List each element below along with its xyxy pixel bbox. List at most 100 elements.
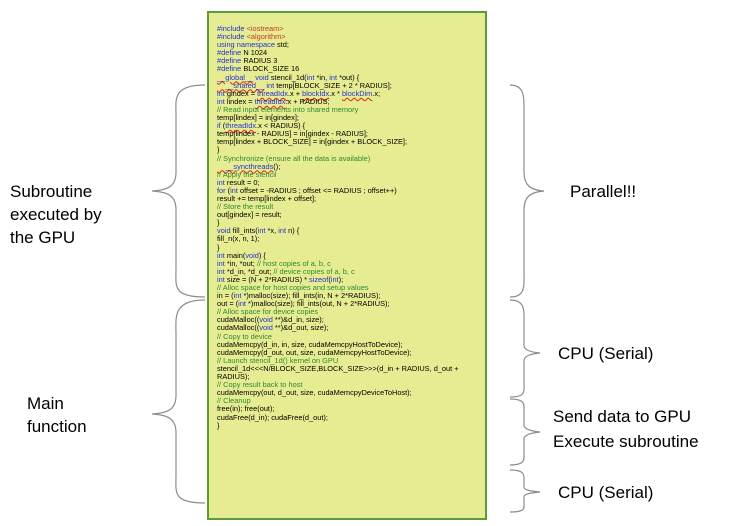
code-text: *in, [314,72,330,82]
code-text: ( [220,121,226,131]
code-text: fill_n(x, n, 1); [217,234,260,244]
code-text: } [217,218,220,228]
code-line: int main(void) { [217,250,481,260]
code-text: out = ( [217,299,239,309]
right-brace-parallel [509,84,545,298]
code-line: // Read input elements into shared memor… [217,104,481,114]
code-text: gindex = [224,88,258,98]
code-comment: // Synchronize (ensure all the data is a… [217,153,371,163]
code-text: *d_in, *d_out; [224,266,274,276]
code-comment: // Alloc space for host copies and setup… [217,283,369,292]
code-line: #define RADIUS 3 [217,57,481,65]
code-keyword: void [259,323,273,333]
code-line: // Copy result back to host [217,381,481,389]
code-keyword: #define [217,56,244,66]
code-keyword: #define [217,64,244,74]
code-line: // Launch stencil_1d() kernel on GPU [217,355,481,365]
code-text: BLOCK_SIZE 16 [243,64,300,74]
code-text: free(in); free(out); [217,404,275,414]
code-text: temp[lindex] = in[gindex]; [217,113,299,123]
code-text: lindex = [224,96,255,106]
code-text: } [217,420,220,430]
code-line: __shared__ int temp[BLOCK_SIZE + 2 * RAD… [217,80,481,90]
code-line: cudaMemcpy(out, d_out, size, cudaMemcpyD… [217,389,481,397]
right-brace-cpu-serial-2 [509,469,541,513]
code-line: int *in, *out; // host copies of a, b, c [217,258,481,268]
code-line: temp[lindex - RADIUS] = in[gindex - RADI… [217,130,481,138]
code-keyword: for [217,185,226,195]
code-keyword: #include [217,24,247,33]
code-text: cudaMalloc(( [217,323,260,333]
code-keyword: int [217,258,225,268]
code-keyword: void [217,226,231,236]
code-keyword: int [329,72,338,82]
code-text: std; [276,40,289,50]
code-line: int *d_in, *d_out; // device copies of a… [217,266,481,276]
code-line: int result = 0; [217,177,481,187]
code-keyword: void [245,250,259,260]
code-text: fill_ints( [230,226,258,236]
code-line: } [217,243,481,252]
label-cpu-serial-2: CPU (Serial) [558,483,654,502]
code-line: cudaMalloc((void **)&d_in, size); [217,316,481,324]
label-cpu-serial-1: CPU (Serial) [558,344,654,363]
code-text: out[gindex] = result; [217,210,282,220]
code-text: .x + RADIUS; [285,96,330,106]
code-text: cudaFree(d_in); cudaFree(d_out); [217,412,328,422]
left-brace-subroutine [151,84,206,298]
code-keyword: #include [217,32,247,42]
code-keyword: __syncthreads [217,161,274,171]
code-line: in = (int *)malloc(size); fill_ints(in, … [217,292,481,300]
label-main-function: Main function [27,392,87,438]
code-text: ) { [258,250,266,260]
code-keyword: int [238,299,246,309]
right-brace-gpu-work [509,398,541,466]
code-comment: // Store the result [217,202,274,212]
code-text: stencil_1d( [270,72,307,82]
code-text: *out) { [337,72,360,82]
code-line: temp[lindex + BLOCK_SIZE] = in[gindex + … [217,138,481,146]
code-keyword: int [230,185,238,195]
code-comment: // Apply the stencil [217,169,277,179]
code-text: cudaMemcpy(d_in, in, size, cudaMemcpyHos… [217,339,403,349]
code-comment: // Copy to device [217,331,273,341]
code-text: ( [225,185,231,195]
label-execute-subroutine: Execute subroutine [553,432,699,451]
code-text: result = 0; [224,177,260,187]
code-text: temp[BLOCK_SIZE + 2 * RADIUS]; [276,80,392,90]
code-listing: #include <iostream>#include <algorithm>u… [207,11,487,520]
code-text: *)malloc(size); fill_ints(out, N + 2*RAD… [245,299,390,309]
code-comment: // device copies of a, b, c [273,266,355,276]
code-line: cudaMemcpy(d_out, out, size, cudaMemcpyH… [217,348,481,357]
code-text: RADIUS); [217,372,250,382]
code-keyword: void [259,315,273,325]
code-comment: // Launch stencil_1d() kernel on GPU [217,355,339,365]
code-text: ( [328,274,331,284]
label-send-data: Send data to GPU [553,407,691,426]
code-line: fill_n(x, n, 1); [217,235,481,243]
code-line: } [217,146,481,154]
code-text: ); [338,274,344,284]
code-keyword: int [257,226,266,236]
code-line: stencil_1d<<<N/BLOCK_SIZE,BLOCK_SIZE>>>(… [217,363,481,373]
code-keyword: __shared__ [217,80,265,90]
code-text: **)&d_in, size); [272,315,324,325]
code-text: .x; [372,88,381,98]
code-comment: // Alloc space for device copies [217,307,319,317]
code-include-path: <iostream> [246,24,284,33]
code-text: *in, *out; [224,258,257,268]
code-text: stencil_1d<<<N/BLOCK_SIZE,BLOCK_SIZE>>>(… [217,363,459,373]
code-line: int size = (N + 2*RADIUS) * sizeof(int); [217,274,481,284]
code-text: in = ( [217,291,234,301]
code-keyword: sizeof [309,274,329,284]
code-line: // Alloc space for host copies and setup… [217,283,481,292]
label-main-line-2: function [27,417,87,436]
code-comment: // Read input elements into shared memor… [217,104,359,114]
code-comment: // Copy result back to host [217,380,303,390]
code-text: .x * [329,88,342,98]
code-keyword: int [217,250,225,260]
code-keyword: int [217,96,225,106]
code-line: } [217,219,481,227]
code-text: *x, [265,226,279,236]
code-text: result += temp[lindex + offset]; [217,193,317,203]
